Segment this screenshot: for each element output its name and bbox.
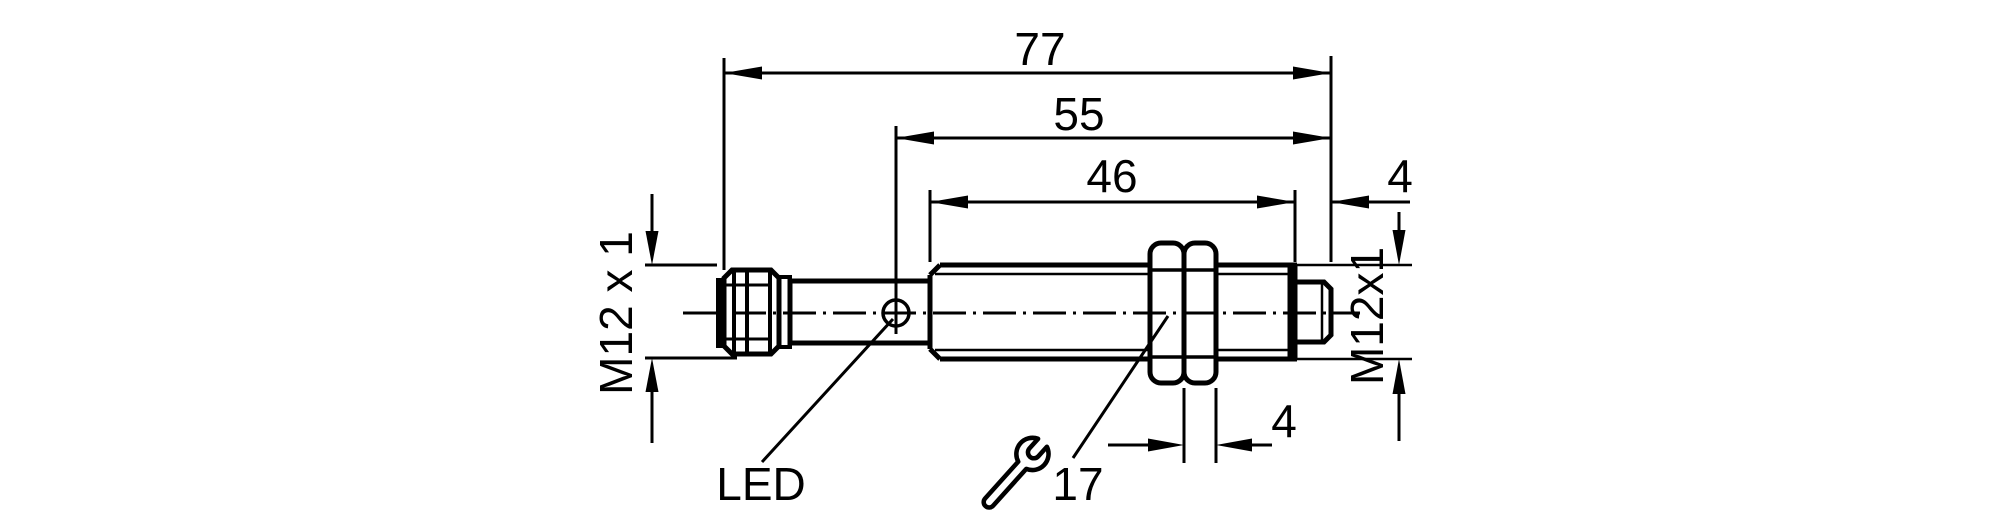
dim-line-4-nut bbox=[1108, 388, 1272, 463]
sensor-body bbox=[716, 262, 1334, 362]
dim-4-nut-label: 4 bbox=[1271, 395, 1297, 447]
led-leader-line bbox=[760, 317, 895, 464]
wrench-leader-line bbox=[1071, 315, 1170, 459]
thread-minor-lines bbox=[935, 272, 1290, 352]
dim-46-label: 46 bbox=[1086, 150, 1137, 202]
hex-nut-facet-lines bbox=[1152, 268, 1214, 359]
coupling-nut-facet-lines bbox=[724, 283, 770, 341]
dim-55-label: 55 bbox=[1053, 88, 1104, 140]
led-label: LED bbox=[716, 458, 805, 510]
leader-mounting-thread bbox=[1297, 263, 1412, 361]
thread-outline bbox=[927, 262, 1297, 362]
connector-thread-label: M12 x 1 bbox=[590, 231, 642, 395]
dimension-arrowheads bbox=[645, 66, 1406, 452]
mounting-thread-label: M12x1 bbox=[1341, 247, 1393, 385]
dim-4-tip-label: 4 bbox=[1387, 150, 1413, 202]
sensing-tip bbox=[1297, 279, 1334, 345]
wrench-icon bbox=[981, 435, 1051, 510]
dim-77-label: 77 bbox=[1014, 23, 1065, 75]
dimension-lines bbox=[645, 56, 1412, 464]
leader-connector-thread bbox=[645, 194, 737, 443]
wrench-size-label: 17 bbox=[1052, 458, 1103, 510]
